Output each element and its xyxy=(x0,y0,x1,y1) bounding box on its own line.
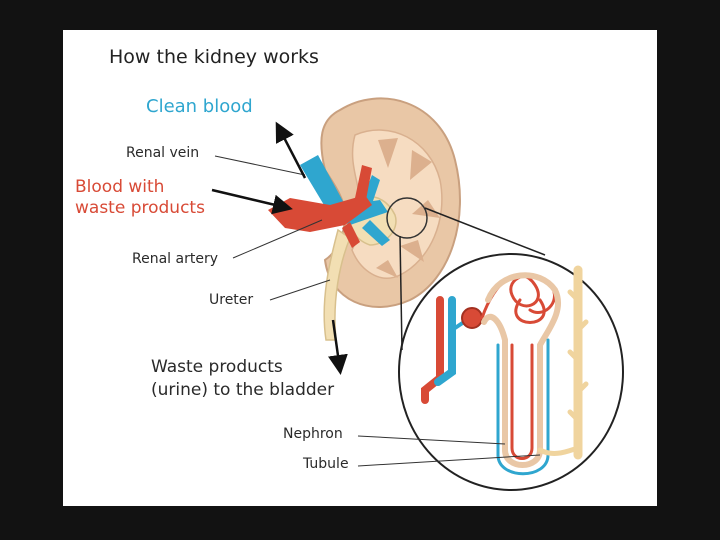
renal-artery xyxy=(268,195,372,232)
diagram-title: How the kidney works xyxy=(109,46,319,68)
zoom-source-circle xyxy=(386,197,428,239)
renal-artery-label: Renal artery xyxy=(132,251,218,267)
tubule-label: Tubule xyxy=(303,456,349,472)
blood-with-waste-line2: waste products xyxy=(75,198,205,218)
kidney-pyramids xyxy=(376,138,440,278)
urine-arrow xyxy=(328,319,348,375)
clean-blood-label: Clean blood xyxy=(146,96,253,117)
waste-products-line2: (urine) to the bladder xyxy=(151,380,335,400)
blood-with-waste-label: Blood with waste products xyxy=(75,177,205,219)
pointer-lines xyxy=(214,155,541,467)
renal-vein-label: Renal vein xyxy=(126,145,200,161)
blood-with-waste-line1: Blood with xyxy=(75,177,165,197)
clean-blood-arrow xyxy=(275,121,307,179)
waste-products-line1: Waste products xyxy=(151,357,283,377)
ureter-label: Ureter xyxy=(209,292,254,308)
nephron-label: Nephron xyxy=(283,426,343,442)
waste-blood-arrow xyxy=(211,188,293,215)
nephron-detail xyxy=(421,265,589,476)
waste-products-label: Waste products (urine) to the bladder xyxy=(151,356,334,402)
